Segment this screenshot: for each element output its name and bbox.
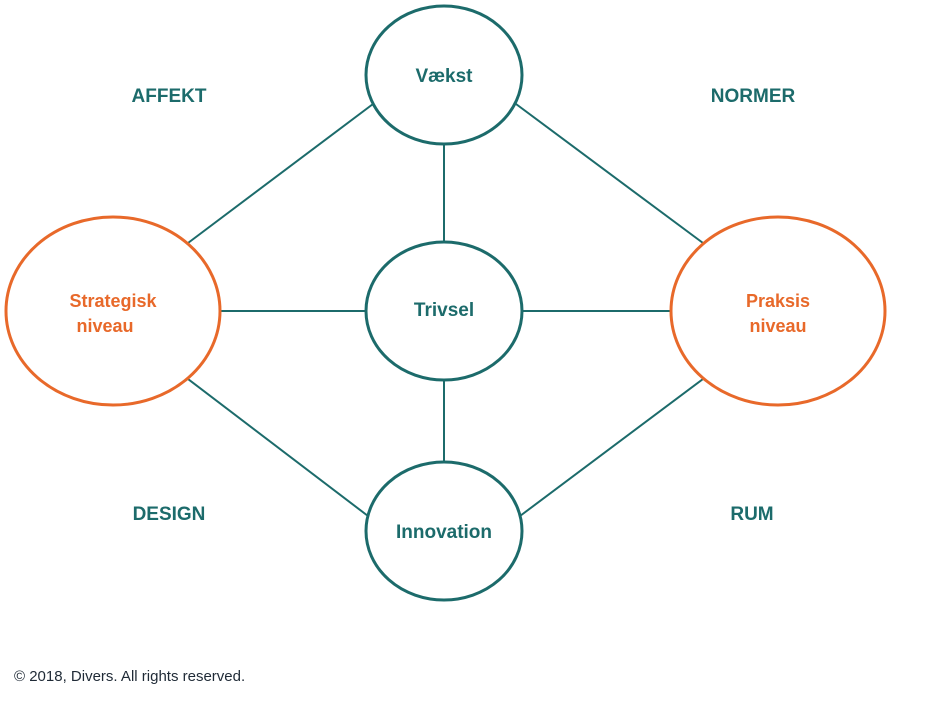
node-bottom-circle bbox=[364, 460, 524, 602]
node-right-label-line2: niveau bbox=[749, 316, 806, 336]
node-right-label-line1: Praksis bbox=[746, 291, 810, 311]
corner-label-design: DESIGN bbox=[133, 504, 206, 525]
node-top-label: Vækst bbox=[415, 66, 473, 87]
node-center-label: Trivsel bbox=[414, 300, 474, 321]
node-left-label-line1: Strategisk bbox=[69, 291, 157, 311]
node-left-circle bbox=[4, 215, 222, 407]
node-center: Trivsel bbox=[364, 240, 524, 382]
node-bottom: Innovation bbox=[364, 460, 524, 602]
edge-top-right bbox=[515, 103, 704, 244]
corner-label-normer: NORMER bbox=[711, 86, 796, 107]
node-center-circle bbox=[364, 240, 524, 382]
node-top: Vækst bbox=[364, 4, 524, 146]
node-left: Strategisk niveau bbox=[4, 215, 222, 407]
node-bottom-label: Innovation bbox=[396, 522, 492, 543]
connectors bbox=[187, 103, 704, 517]
node-right: Praksis niveau bbox=[669, 215, 887, 407]
corner-label-affekt: AFFEKT bbox=[132, 86, 207, 107]
node-right-circle bbox=[669, 215, 887, 407]
copyright-notice: © 2018, Divers. All rights reserved. bbox=[14, 668, 246, 685]
edge-top-left bbox=[187, 103, 374, 244]
edge-left-bottom bbox=[187, 378, 369, 517]
corner-label-rum: RUM bbox=[730, 504, 773, 525]
node-top-circle bbox=[364, 4, 524, 146]
node-left-label-line2: niveau bbox=[76, 316, 133, 336]
edge-right-bottom bbox=[519, 378, 704, 517]
